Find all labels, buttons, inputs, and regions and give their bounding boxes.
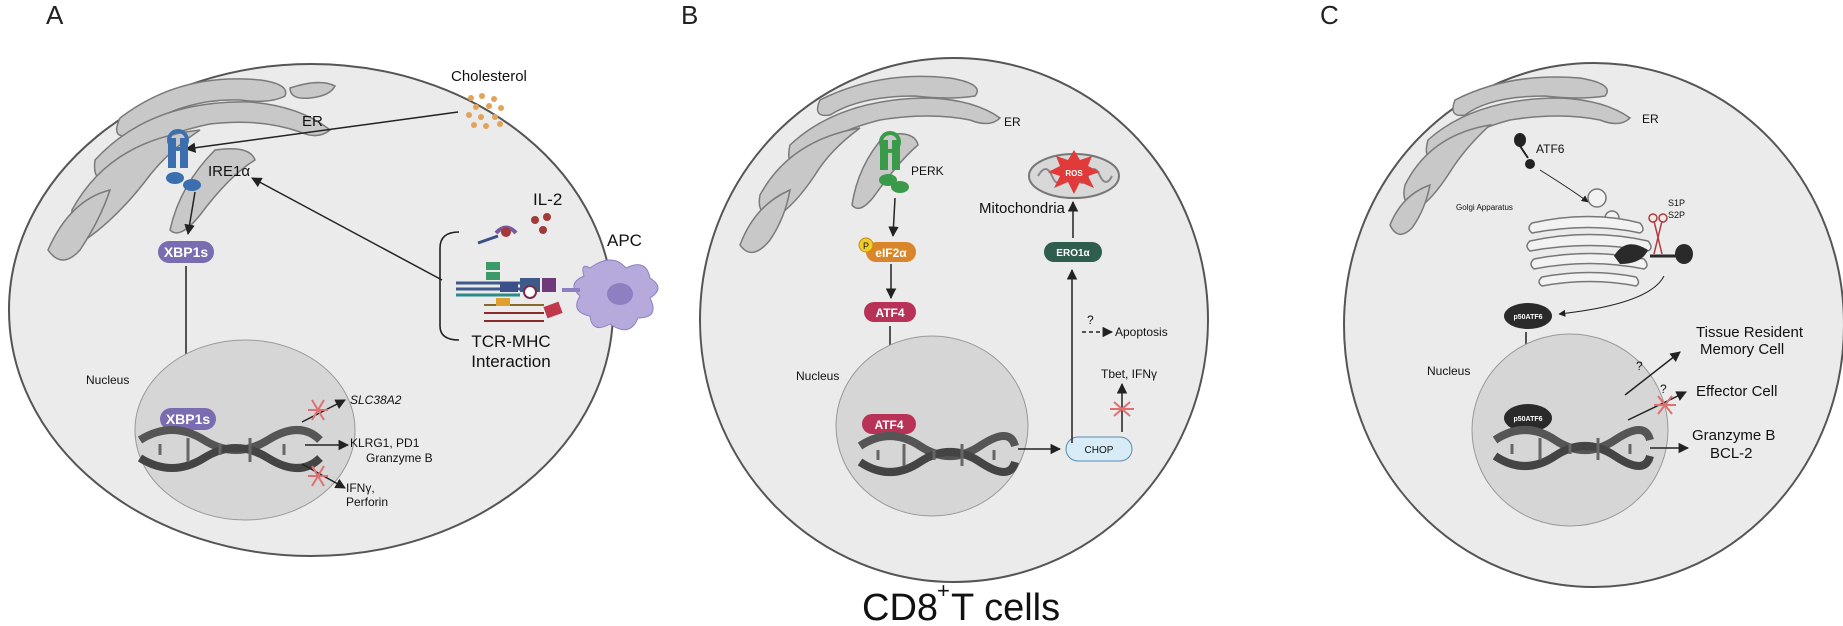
panel-a: A ER Cholesterol IRE1α <box>8 0 659 557</box>
panel-c: C ER ATF6 Golgi Apparatus <box>1320 0 1843 588</box>
ero1a-pill <box>1044 242 1102 262</box>
mitochondria-icon <box>1028 150 1120 199</box>
panel-b-dna-icon <box>857 432 1019 476</box>
panel-c-atf6-label: ATF6 <box>1536 142 1565 156</box>
panel-c-q2-label: ? <box>1660 382 1667 396</box>
panel-b-question-label: ? <box>1087 313 1094 327</box>
panel-b-ros-label: ROS <box>1065 169 1083 178</box>
panel-a-cholesterol-label: Cholesterol <box>451 68 527 85</box>
arrow-perk-to-eif2a <box>888 197 899 238</box>
arrow-ire1a-to-xbp1s <box>184 191 196 236</box>
panel-a-letter: A <box>46 0 64 30</box>
panel-b: B ER PERK P eIF2α ATF4 Nucleus A <box>681 0 1209 583</box>
panel-c-er-membranes <box>1389 76 1632 235</box>
panel-a-apc-label: APC <box>607 231 642 250</box>
panel-c-trm-line2: Memory Cell <box>1700 341 1784 358</box>
panel-a-dna-icon <box>137 426 323 472</box>
panel-c-p50-label: p50ATF6 <box>1513 314 1542 321</box>
xbp1s-pill <box>158 241 214 263</box>
panel-a-slc38a2-label: SLC38A2 <box>350 393 402 407</box>
panel-c-dna-icon <box>1492 426 1654 470</box>
panel-a-nucleus-label: Nucleus <box>86 373 129 387</box>
inhibit-ifng-icon <box>308 465 328 487</box>
panel-a-nucleus <box>134 339 356 521</box>
arrow-cholesterol-to-ire1a <box>184 111 459 153</box>
s1p-s2p-scissors-icon <box>1614 213 1693 264</box>
panel-c-er-label: ER <box>1642 112 1659 126</box>
phospho-icon <box>858 237 874 253</box>
arrow-tcr-to-ire1a <box>251 177 443 281</box>
chop-pill <box>1065 436 1133 462</box>
eif2a-pill <box>866 242 916 262</box>
p50atf6-blob <box>1504 303 1552 329</box>
panel-b-chop-label: CHOP <box>1085 445 1114 456</box>
panel-a-il2-label: IL-2 <box>533 190 562 209</box>
panel-b-nucleus-label: Nucleus <box>796 369 839 383</box>
arrow-to-trm <box>1624 351 1681 396</box>
cholesterol-dots-icon <box>466 93 504 129</box>
il2-molecules-icon <box>531 213 551 234</box>
panel-b-atf4-label: ATF4 <box>875 306 904 320</box>
golgi-apparatus-icon <box>1526 188 1652 287</box>
atf4-pill <box>864 302 916 322</box>
panel-b-tbet-label: Tbet, IFNγ <box>1101 367 1157 381</box>
caption-superscript: + <box>937 578 950 603</box>
xbp1s-nuclear-pill <box>160 408 216 430</box>
panel-c-letter: C <box>1320 0 1339 30</box>
panel-c-nucleus <box>1471 333 1669 527</box>
panel-b-er-label: ER <box>1004 115 1021 129</box>
inhibit-tbet-icon <box>1110 401 1134 417</box>
panel-c-cell <box>1343 62 1843 588</box>
panel-a-er-membranes <box>47 78 336 261</box>
apc-cell-icon <box>562 259 659 331</box>
panel-a-xbp1s-label: XBP1s <box>164 244 209 260</box>
arrow-atf6-to-golgi <box>1539 169 1589 203</box>
atf6-receptor-icon <box>1514 133 1535 169</box>
panel-a-tcr-label-line2: Interaction <box>471 352 550 371</box>
panel-c-q1-label: ? <box>1636 359 1643 373</box>
caption-rest: T cells <box>951 587 1060 626</box>
figure-caption: CD8 + T cells <box>862 578 1060 626</box>
inhibit-slc38a2-icon <box>308 399 328 421</box>
panel-b-er-membranes <box>739 75 1002 254</box>
panel-a-klrg1-line2: Granzyme B <box>366 451 433 465</box>
panel-b-apoptosis-label: Apoptosis <box>1115 325 1168 339</box>
panel-c-bcl2-label: BCL-2 <box>1710 445 1753 462</box>
panel-a-klrg1-line1: KLRG1, PD1 <box>350 436 420 450</box>
panel-c-p50-nuclear-label: p50ATF6 <box>1513 416 1542 423</box>
tcr-bracket <box>439 231 460 341</box>
perk-receptor-icon <box>879 131 909 193</box>
arrow-golgi-to-p50 <box>1558 275 1665 317</box>
panel-a-ire1a-label: IRE1α <box>208 163 250 180</box>
caption-main: CD8 <box>862 587 938 626</box>
panel-b-atf4-nuclear-label: ATF4 <box>874 418 903 432</box>
panel-c-s2p-label: S2P <box>1668 210 1685 220</box>
panel-c-trm-line1: Tissue Resident <box>1696 324 1804 341</box>
panel-a-xbp1s-nuclear-label: XBP1s <box>166 411 211 427</box>
inhibit-effector-icon <box>1654 395 1676 415</box>
panel-c-s1p-label: S1P <box>1668 198 1685 208</box>
panel-b-mito-label: Mitochondria <box>979 200 1066 217</box>
panel-b-eif2a-label: eIF2α <box>875 246 907 260</box>
tcr-mhc-complex-icon <box>456 262 563 322</box>
panel-b-perk-label: PERK <box>911 164 944 178</box>
il2-receptor-icon <box>477 225 518 245</box>
panel-a-ifng-line1: IFNγ, <box>346 481 375 495</box>
panel-b-ero1a-label: ERO1α <box>1056 248 1090 259</box>
panel-c-nucleus-label: Nucleus <box>1427 364 1470 378</box>
panel-c-golgi-label: Golgi Apparatus <box>1456 203 1513 212</box>
panel-a-er-label: ER <box>302 113 323 130</box>
panel-b-letter: B <box>681 0 698 30</box>
panel-a-tcr-label-line1: TCR-MHC <box>471 332 550 351</box>
panel-a-ifng-line2: Perforin <box>346 495 388 509</box>
panel-b-p-label: P <box>863 241 869 251</box>
panel-c-gzmb-label: Granzyme B <box>1692 427 1775 444</box>
panel-c-effector-label: Effector Cell <box>1696 383 1777 400</box>
p50atf6-nuclear-blob <box>1504 404 1552 432</box>
ire1a-receptor-icon <box>166 129 201 191</box>
atf4-nuclear-pill <box>862 414 916 434</box>
